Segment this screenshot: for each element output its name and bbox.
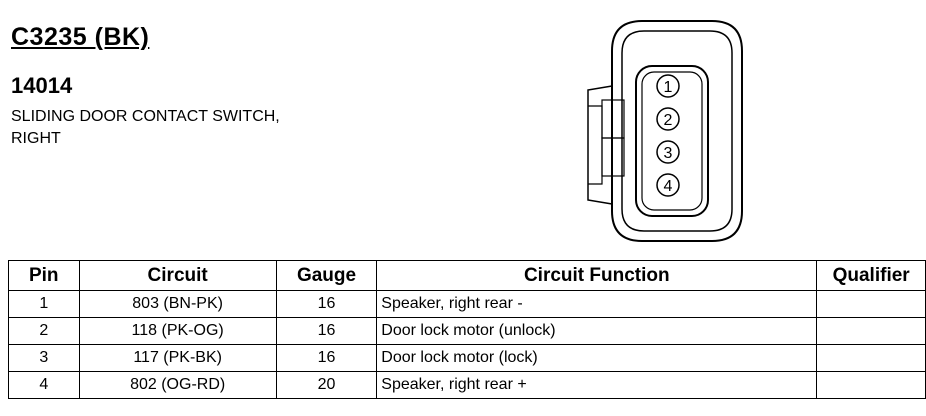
cell-circuit: 118 (PK-OG) (78, 317, 277, 345)
cell-gauge: 16 (275, 344, 378, 372)
cell-gauge: 16 (275, 317, 378, 345)
cell-circuit-function: Door lock motor (lock) (376, 344, 818, 372)
part-number: 14014 (11, 73, 73, 98)
pin-3-label: 3 (664, 145, 673, 162)
connector-face-diagram: 1 2 3 4 (587, 20, 743, 242)
table-row: 3 117 (PK-BK) 16 Door lock motor (lock) (8, 344, 926, 372)
pin-4-marker: 4 (656, 173, 680, 197)
cell-qualifier (816, 344, 926, 372)
latch-bar-2 (601, 137, 625, 177)
table-header-row: Pin Circuit Gauge Circuit Function Quali… (8, 260, 926, 291)
cell-pin: 2 (8, 317, 80, 345)
header-circuit-function: Circuit Function (376, 260, 818, 291)
connector-latch (587, 85, 613, 205)
pin-2-marker: 2 (656, 107, 680, 131)
cell-circuit: 802 (OG-RD) (78, 371, 277, 399)
pin-3-marker: 3 (656, 140, 680, 164)
cell-circuit-function: Speaker, right rear - (376, 290, 818, 318)
pin-4-label: 4 (664, 178, 673, 195)
header-circuit: Circuit (78, 260, 277, 291)
cell-circuit: 803 (BN-PK) (78, 290, 277, 318)
cell-pin: 4 (8, 371, 80, 399)
cell-qualifier (816, 317, 926, 345)
component-description: SLIDING DOOR CONTACT SWITCH, RIGHT (11, 106, 280, 150)
pin-1-label: 1 (664, 79, 673, 96)
cell-circuit: 117 (PK-BK) (78, 344, 277, 372)
cell-pin: 1 (8, 290, 80, 318)
pin-1-marker: 1 (656, 74, 680, 98)
header-qualifier: Qualifier (816, 260, 926, 291)
pinout-table: Pin Circuit Gauge Circuit Function Quali… (8, 260, 926, 399)
header-gauge: Gauge (275, 260, 378, 291)
header-pin: Pin (8, 260, 80, 291)
table-row: 1 803 (BN-PK) 16 Speaker, right rear - (8, 290, 926, 318)
cell-qualifier (816, 290, 926, 318)
cell-qualifier (816, 371, 926, 399)
connector-outer-shell (611, 20, 743, 242)
pin-2-label: 2 (664, 112, 673, 129)
cell-gauge: 16 (275, 290, 378, 318)
cell-circuit-function: Speaker, right rear + (376, 371, 818, 399)
pin-cavity-inner (641, 71, 703, 211)
connector-id: C3235 (BK) (11, 23, 150, 51)
description-line-2: RIGHT (11, 130, 61, 147)
cell-pin: 3 (8, 344, 80, 372)
connector-inner-shell (621, 30, 733, 232)
table-row: 2 118 (PK-OG) 16 Door lock motor (unlock… (8, 317, 926, 345)
cell-circuit-function: Door lock motor (unlock) (376, 317, 818, 345)
pin-cavity-body (635, 65, 709, 217)
table-row: 4 802 (OG-RD) 20 Speaker, right rear + (8, 371, 926, 399)
connector-latch-inner (588, 105, 603, 185)
cell-gauge: 20 (275, 371, 378, 399)
description-line-1: SLIDING DOOR CONTACT SWITCH, (11, 108, 280, 125)
